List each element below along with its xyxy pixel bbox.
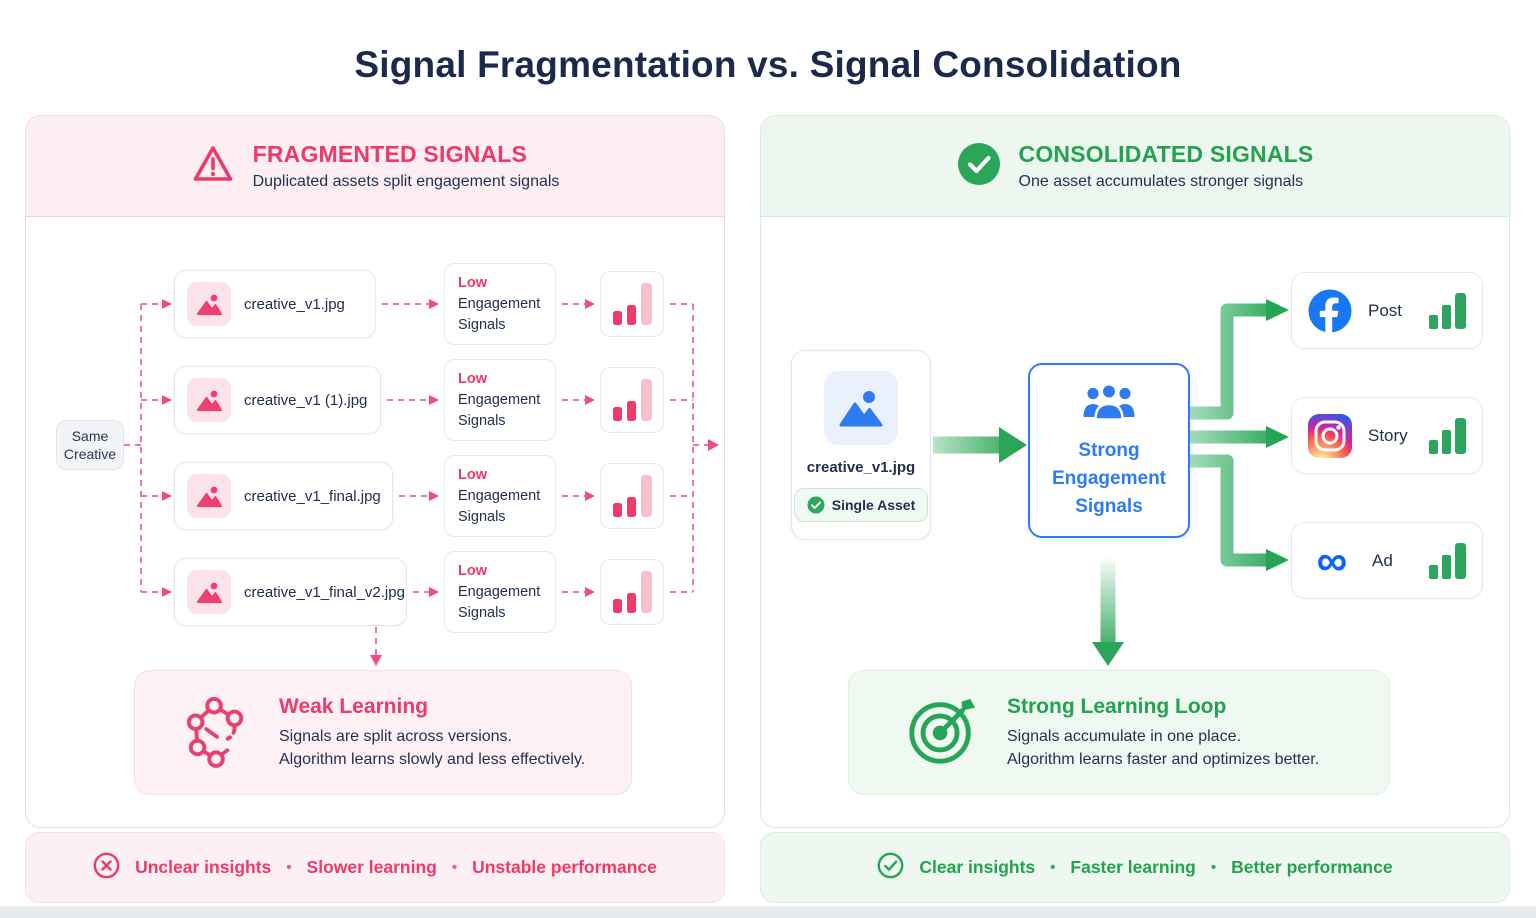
warning-triangle-icon [191, 143, 235, 190]
strong-engagement-box: Strong Engagement Signals [1028, 363, 1190, 538]
fragmented-signals-panel: FRAGMENTED SIGNALS Duplicated assets spl… [25, 115, 725, 828]
signals-word: Signals [458, 605, 506, 621]
low-signals-box-3: Low Engagement Signals [444, 455, 556, 537]
consolidated-body: creative_v1.jpg Single Asset [761, 217, 1509, 827]
low-signals-box-1: Low Engagement Signals [444, 263, 556, 345]
filename: creative_v1_final.jpg [244, 487, 381, 505]
engagement-word: Engagement [458, 488, 541, 504]
image-file-icon-blue [824, 371, 898, 445]
consolidated-title: CONSOLIDATED SIGNALS [1018, 141, 1314, 167]
engagement-word: Engagement [458, 584, 541, 600]
low-word: Low [458, 563, 487, 579]
image-file-icon [187, 474, 231, 518]
weak-learning-line2: Algorithm learns slowly and less effecti… [279, 750, 586, 768]
footer-item: Unclear insights [135, 857, 272, 877]
single-asset-card: creative_v1.jpg Single Asset [791, 350, 931, 540]
signals-word: Signals [458, 317, 506, 333]
engagement-word: Engagement [458, 392, 541, 408]
dot-separator: • [286, 859, 292, 876]
weak-bars-icon-2 [600, 367, 664, 433]
strong-bars-icon [1429, 417, 1466, 454]
page-title: Signal Fragmentation vs. Signal Consolid… [354, 44, 1182, 85]
filename: creative_v1.jpg [244, 295, 345, 313]
audience-group-icon [1082, 382, 1136, 435]
consolidated-signals-panel: CONSOLIDATED SIGNALS One asset accumulat… [760, 115, 1510, 828]
weak-learning-box: Weak Learning Signals are split across v… [134, 670, 632, 795]
engagement-word: Engagement [458, 296, 541, 312]
dot-separator: • [1050, 859, 1056, 876]
fragmented-body: Same Creative creative_v1.jpg Low Engage… [26, 217, 724, 827]
strong-word: Strong [1078, 440, 1140, 461]
filename: creative_v1 (1).jpg [244, 391, 368, 409]
platform-label: Post [1368, 300, 1403, 320]
platform-label: Ad [1372, 550, 1393, 570]
weak-bars-icon-3 [600, 463, 664, 529]
signals-word: Signals [458, 413, 506, 429]
x-circle-icon [93, 852, 120, 884]
meta-icon: ∞ [1316, 536, 1348, 585]
footer-item: Slower learning [306, 857, 437, 877]
low-signals-box-4: Low Engagement Signals [444, 551, 556, 633]
meta-ad-card: ∞ Ad [1291, 522, 1483, 599]
single-asset-badge: Single Asset [793, 488, 929, 522]
engagement-word: Engagement [1051, 468, 1167, 489]
weak-learning-line1: Signals are split across versions. [279, 727, 512, 745]
footer-item: Clear insights [919, 857, 1036, 877]
image-file-icon [187, 570, 231, 614]
low-word: Low [458, 275, 487, 291]
image-file-icon [187, 378, 231, 422]
footer-item: Better performance [1231, 857, 1393, 877]
file-card-final-v2: creative_v1_final_v2.jpg [174, 558, 407, 626]
facebook-icon [1308, 289, 1352, 333]
same-creative-label: Same Creative [56, 420, 124, 470]
platform-label: Story [1368, 425, 1408, 445]
file-card-v1: creative_v1.jpg [174, 270, 376, 338]
badge-check-icon [807, 496, 825, 514]
check-circle-outline-icon [877, 852, 904, 884]
image-file-icon [187, 282, 231, 326]
footer-item: Unstable performance [472, 857, 657, 877]
file-card-final: creative_v1_final.jpg [174, 462, 393, 530]
facebook-post-card: Post [1291, 272, 1483, 349]
signals-word: Signals [1075, 496, 1143, 517]
low-word: Low [458, 467, 487, 483]
strong-learning-title: Strong Learning Loop [1007, 694, 1227, 718]
target-dart-icon [905, 692, 979, 773]
instagram-story-card: Story [1291, 397, 1483, 474]
strong-learning-line1: Signals accumulate in one place. [1007, 727, 1241, 745]
weak-bars-icon-4 [600, 559, 664, 625]
badge-label: Single Asset [831, 497, 916, 513]
fragmented-header: FRAGMENTED SIGNALS Duplicated assets spl… [26, 116, 724, 217]
dot-separator: • [451, 859, 458, 876]
fragmented-footer: Unclear insights • Slower learning • Uns… [25, 832, 725, 903]
consolidated-footer: Clear insights • Faster learning • Bette… [760, 832, 1510, 903]
strong-learning-box: Strong Learning Loop Signals accumulate … [848, 670, 1390, 795]
filename: creative_v1_final_v2.jpg [244, 583, 405, 601]
fragmented-title: FRAGMENTED SIGNALS [252, 141, 528, 167]
signals-word: Signals [458, 509, 506, 525]
fragmented-subtitle: Duplicated assets split engagement signa… [252, 173, 560, 190]
dot-separator: • [1210, 859, 1217, 876]
footer-item: Faster learning [1070, 857, 1196, 877]
low-word: Low [458, 371, 487, 387]
check-circle-icon [957, 142, 1001, 191]
bottom-strip [0, 906, 1536, 918]
asset-filename: creative_v1.jpg [806, 459, 916, 476]
weak-learning-title: Weak Learning [279, 694, 428, 718]
consolidated-header: CONSOLIDATED SIGNALS One asset accumulat… [761, 116, 1509, 217]
strong-learning-line2: Algorithm learns faster and optimizes be… [1007, 750, 1320, 768]
strong-bars-icon [1429, 292, 1466, 329]
consolidated-subtitle: One asset accumulates stronger signals [1018, 173, 1304, 190]
broken-network-icon [183, 692, 251, 773]
file-card-v1-copy: creative_v1 (1).jpg [174, 366, 381, 434]
weak-bars-icon-1 [600, 271, 664, 337]
strong-bars-icon [1429, 542, 1466, 579]
low-signals-box-2: Low Engagement Signals [444, 359, 556, 441]
instagram-icon [1308, 413, 1352, 458]
